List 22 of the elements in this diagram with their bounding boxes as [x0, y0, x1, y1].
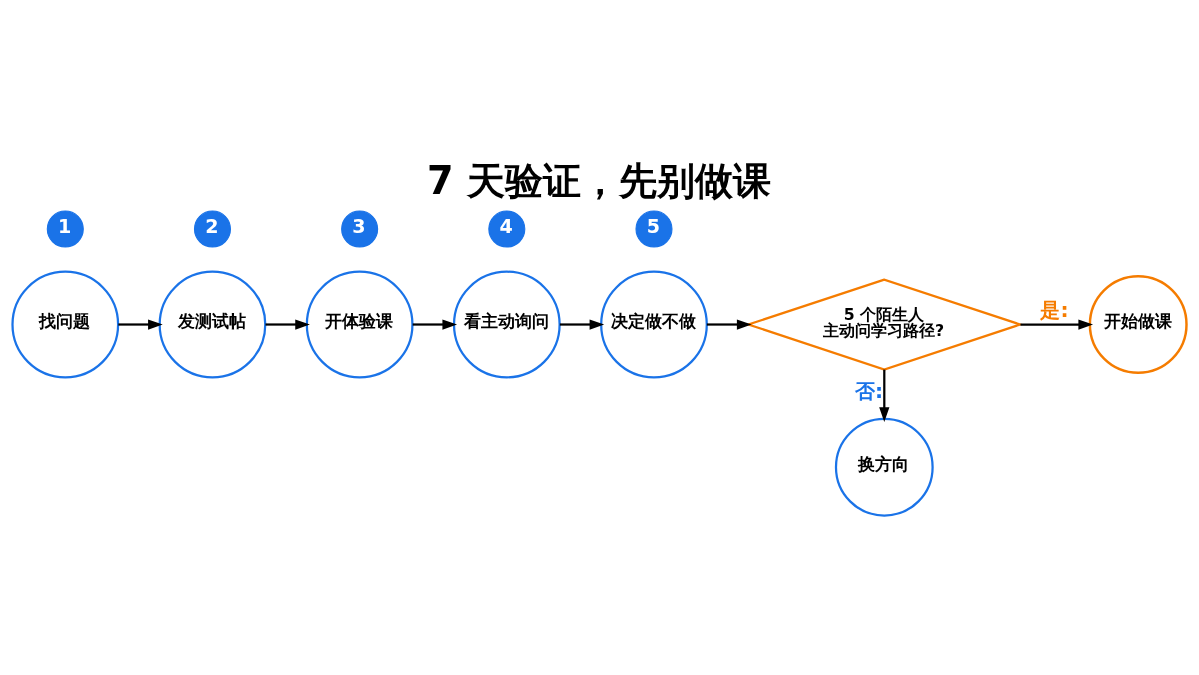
arrow	[559, 318, 605, 330]
edge-label: 是:	[1040, 297, 1069, 322]
node-circle: 换方向	[834, 417, 934, 517]
edge-label: 否:	[855, 378, 884, 403]
arrow	[412, 318, 458, 330]
node-circle: 找问题	[11, 270, 120, 378]
diagram-title: 7 天验证，先别做课	[427, 158, 771, 203]
arrow	[706, 318, 752, 330]
node-circle: 看主动询问	[452, 270, 561, 378]
node-circle: 4	[488, 210, 526, 248]
node-circle: 5	[635, 210, 673, 248]
node-circle: 3	[341, 210, 379, 248]
node-circle: 开体验课	[305, 270, 414, 378]
node-circle: 决定做不做	[600, 270, 708, 378]
node-circle: 开始做课	[1088, 274, 1188, 374]
node-circle: 1	[46, 210, 84, 248]
arrow	[879, 369, 890, 422]
arrow	[1020, 318, 1094, 330]
node-circle: 2	[193, 210, 231, 248]
arrow	[118, 318, 163, 330]
arrow	[265, 318, 310, 330]
node-circle: 发测试帖	[158, 270, 267, 378]
